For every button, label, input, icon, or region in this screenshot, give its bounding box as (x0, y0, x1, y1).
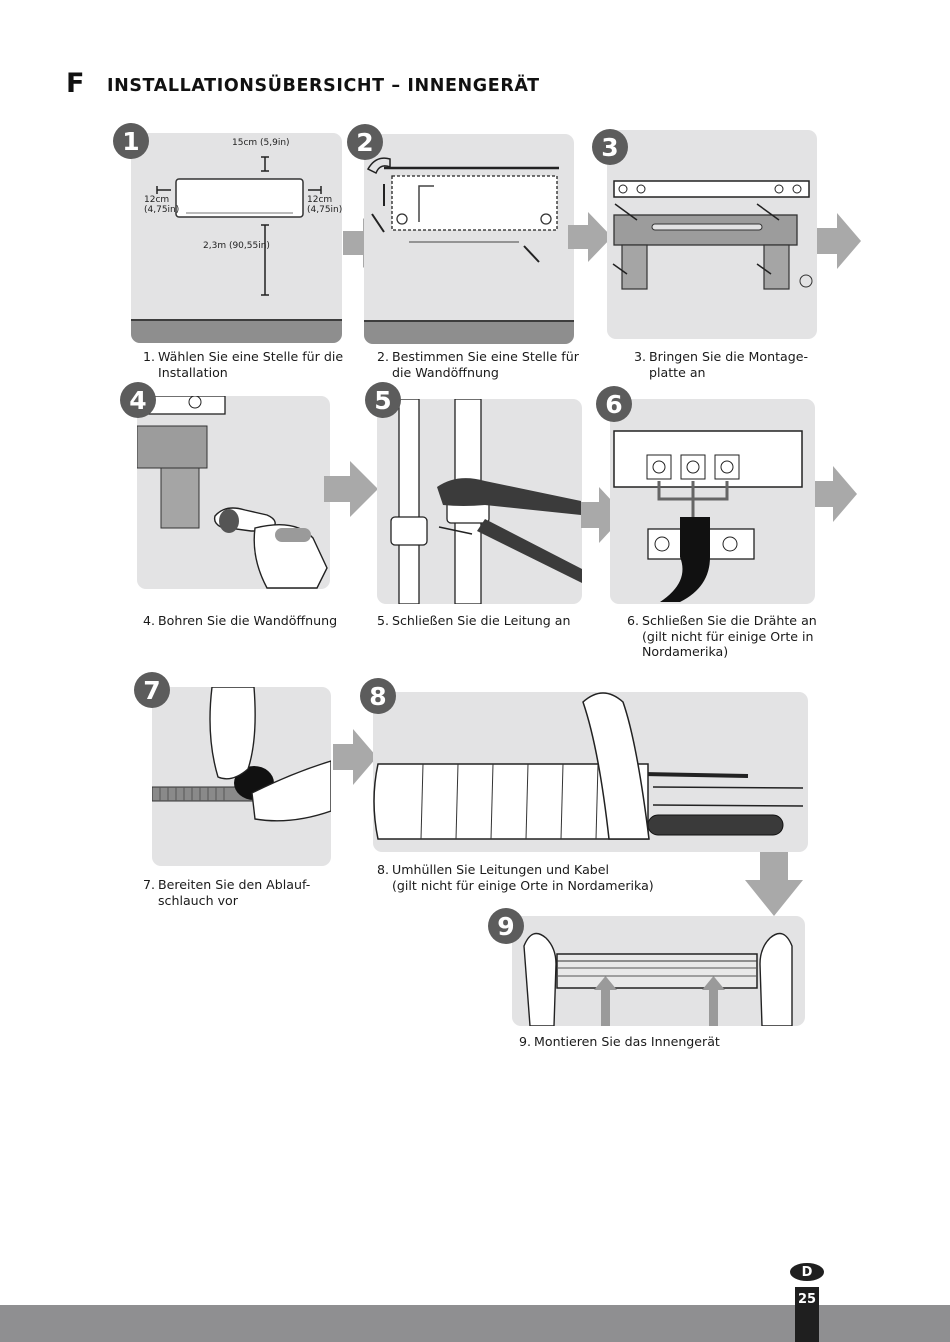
caption-line: Installation (158, 364, 228, 380)
floor (131, 319, 342, 343)
wrap-pipes-drawing (373, 692, 804, 840)
step-number: 6. (627, 613, 640, 628)
measure-right-b: (4,75in) (307, 205, 342, 215)
drill-drawing (137, 396, 328, 589)
page-number: 25 (797, 1292, 817, 1307)
mounting-plate-drawing (612, 180, 813, 290)
step-1-illustration: 15cm (5,9in) 12cm (4,75in) 12cm (4,75in)… (131, 133, 342, 343)
pipe-connection-drawing (390, 399, 582, 604)
step-badge-2: 2 (347, 124, 383, 160)
arrow-right-icon (581, 487, 625, 543)
caption-line: schlauch vor (158, 892, 238, 908)
arrow-right-icon (324, 461, 378, 517)
step-number: 7. (143, 877, 156, 892)
section-title: INSTALLATIONSÜBERSICHT – INNENGERÄT (107, 76, 540, 96)
step-9-illustration (512, 916, 805, 1026)
arrow-right-icon (333, 729, 377, 785)
step-number: 9. (519, 1034, 532, 1049)
step-number: 3. (634, 349, 647, 364)
arrow-right-icon (815, 466, 857, 522)
arrow-right-icon (817, 213, 861, 269)
step-3-caption: 3.Bringen Sie die Montage- platte an (634, 349, 808, 380)
wall-hole-drawing (366, 157, 559, 263)
step-5-caption: 5.Schließen Sie die Leitung an (377, 613, 570, 629)
step-badge-4: 4 (120, 382, 156, 418)
drain-hose-drawing (152, 687, 331, 822)
step-number: 8. (377, 862, 390, 877)
step-3-illustration (607, 130, 817, 339)
step-5-illustration (377, 399, 582, 604)
arrow-right-icon (568, 212, 612, 262)
measure-bottom: 2,3m (90,55in) (203, 241, 270, 251)
step-7-illustration (152, 687, 331, 866)
step-badge-8: 8 (360, 678, 396, 714)
measure-right-a: 12cm (307, 195, 333, 205)
step-badge-5: 5 (365, 382, 401, 418)
step-number: 2. (377, 349, 390, 364)
step-number: 1. (143, 349, 156, 364)
step-number: 5. (377, 613, 390, 628)
page-number-tab (795, 1287, 819, 1342)
mount-unit-drawing (523, 932, 793, 1026)
unit-placement-drawing (156, 156, 322, 296)
wiring-drawing (613, 430, 803, 602)
step-1-caption: 1.Wählen Sie eine Stelle für die Install… (143, 349, 343, 380)
caption-line: platte an (649, 364, 706, 380)
caption-line: Bestimmen Sie eine Stelle für (392, 349, 579, 364)
arrow-down-icon (745, 852, 803, 916)
floor (364, 320, 574, 344)
caption-line: Bohren Sie die Wandöffnung (158, 613, 338, 628)
step-badge-7: 7 (134, 672, 170, 708)
footer-bar (0, 1305, 950, 1342)
caption-line: Nordamerika) (642, 644, 729, 659)
caption-line: die Wandöffnung (392, 364, 499, 380)
step-7-caption: 7.Bereiten Sie den Ablauf- schlauch vor (143, 877, 310, 908)
step-4-caption: 4.Bohren Sie die Wandöffnung (143, 613, 337, 629)
measure-left-a: 12cm (144, 195, 170, 205)
step-4-illustration (137, 396, 330, 589)
caption-line: Montieren Sie das Innengerät (534, 1034, 720, 1049)
step-6-caption: 6.Schließen Sie die Drähte an (gilt nich… (627, 613, 817, 660)
caption-line: Bereiten Sie den Ablauf- (158, 877, 311, 892)
measure-left-b: (4,75in) (144, 205, 180, 215)
step-badge-1: 1 (113, 123, 149, 159)
step-8-illustration (373, 692, 808, 852)
section-letter: F (66, 68, 85, 99)
step-number: 4. (143, 613, 156, 628)
step-9-caption: 9.Montieren Sie das Innengerät (519, 1034, 720, 1050)
caption-line: (gilt nicht für einige Orte in (642, 628, 814, 644)
caption-line: Bringen Sie die Montage- (649, 349, 809, 364)
caption-line: Wählen Sie eine Stelle für die (158, 349, 344, 364)
step-6-illustration (610, 399, 815, 604)
step-badge-6: 6 (596, 386, 632, 422)
caption-line: (gilt nicht für einige Orte in Nordameri… (392, 877, 654, 893)
step-badge-3: 3 (592, 129, 628, 165)
step-2-caption: 2.Bestimmen Sie eine Stelle für die Wand… (377, 349, 579, 380)
measure-top: 15cm (5,9in) (232, 138, 290, 148)
step-badge-9: 9 (488, 908, 524, 944)
language-badge: D (790, 1263, 824, 1281)
caption-line: Umhüllen Sie Leitungen und Kabel (392, 862, 610, 877)
step-8-caption: 8.Umhüllen Sie Leitungen und Kabel (gilt… (377, 862, 654, 893)
step-2-illustration (364, 134, 574, 344)
caption-line: Schließen Sie die Drähte an (642, 613, 817, 628)
caption-line: Schließen Sie die Leitung an (392, 613, 571, 628)
